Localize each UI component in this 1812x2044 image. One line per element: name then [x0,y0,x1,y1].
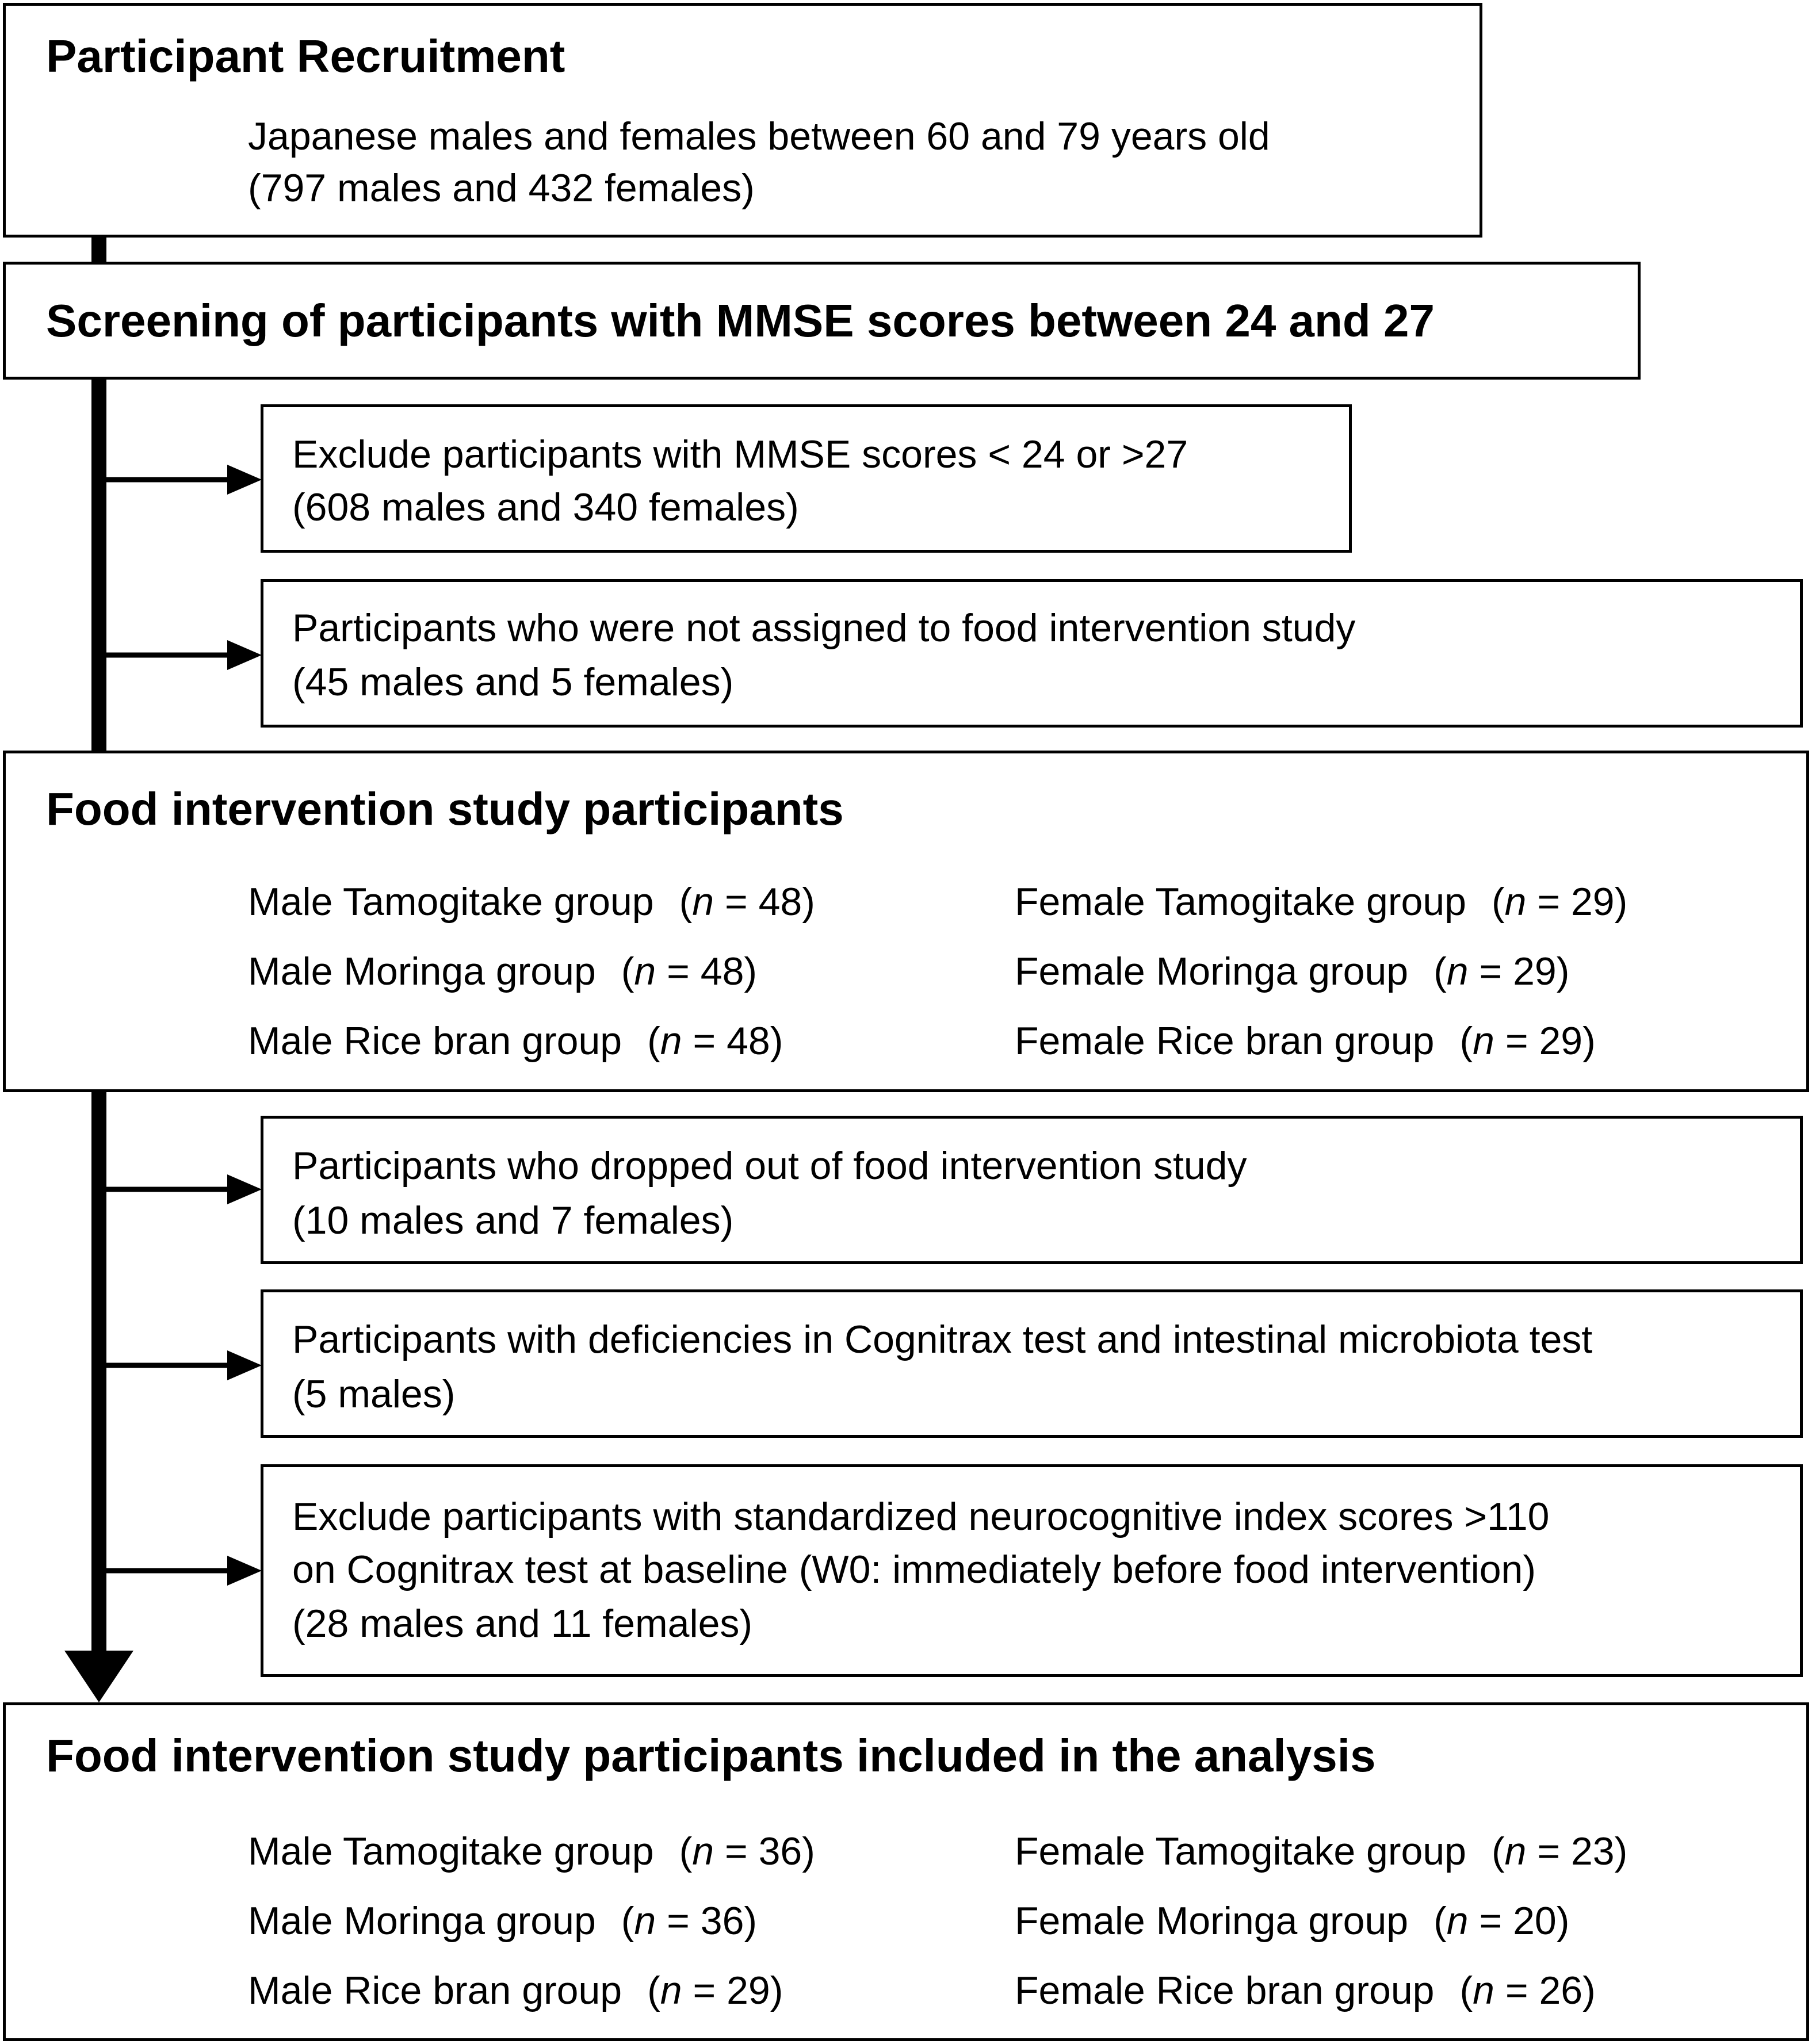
deficiencies-box: Participants with deficiencies in Cognit… [261,1289,1803,1438]
analysis-group-female-tamogitake: Female Tamogitake group(n = 23) [1015,1829,1628,1873]
group-label: Male Rice bran group [248,1969,622,2012]
group-label: Female Rice bran group [1015,1019,1435,1063]
side-arrow-exclude-mmse [99,465,262,495]
group-label: Male Moringa group [248,1899,596,1943]
analysis-group-male-tamogitake: Male Tamogitake group(n = 36) [248,1829,815,1873]
recruitment-title: Participant Recruitment [46,30,565,82]
exclude-nci-line-3: (28 males and 11 females) [292,1602,753,1645]
not-assigned-line-2: (45 males and 5 females) [292,660,734,704]
not-assigned-line-1: Participants who were not assigned to fo… [292,606,1356,650]
side-arrow-exclude-nci [99,1556,262,1586]
analysis-title: Food intervention study participants inc… [46,1730,1376,1781]
deficiencies-line-2: (5 males) [292,1372,456,1416]
exclude-mmse-line-2: (608 males and 340 females) [292,485,799,529]
group-label: Male Rice bran group [248,1019,622,1063]
exclude-nci-line-1: Exclude participants with standardized n… [292,1495,1550,1538]
exclude-nci-box: Exclude participants with standardized n… [261,1464,1803,1677]
group-label: Male Moringa group [248,950,596,993]
analysis-group-female-rice-bran: Female Rice bran group(n = 26) [1015,1969,1596,2012]
intervention-group-male-rice-bran: Male Rice bran group(n = 48) [248,1019,783,1063]
not-assigned-box: Participants who were not assigned to fo… [261,579,1803,728]
deficiencies-line-1: Participants with deficiencies in Cognit… [292,1318,1593,1361]
group-label: Male Tamogitake group [248,1829,654,1873]
side-arrow-not-assigned [99,640,262,670]
group-label: Female Rice bran group [1015,1969,1435,2012]
screening-box: Screening of participants with MMSE scor… [3,262,1641,380]
spine-arrowhead [64,1651,133,1702]
side-arrow-dropped-out [99,1174,262,1204]
exclude-mmse-line-1: Exclude participants with MMSE scores < … [292,432,1188,476]
analysis-box: Food intervention study participants inc… [3,1702,1809,2041]
group-label: Female Moringa group [1015,1899,1409,1943]
group-label: Male Tamogitake group [248,880,654,924]
recruitment-line-1: Japanese males and females between 60 an… [248,114,1270,158]
group-label: Female Tamogitake group [1015,1829,1466,1873]
side-arrow-deficiencies [99,1350,262,1380]
group-label: Female Tamogitake group [1015,880,1466,924]
intervention-group-female-moringa: Female Moringa group(n = 29) [1015,950,1570,993]
recruitment-box: Participant Recruitment Japanese males a… [3,3,1482,238]
analysis-group-male-moringa: Male Moringa group(n = 36) [248,1899,758,1943]
recruitment-line-2: (797 males and 432 females) [248,166,755,210]
exclude-mmse-box: Exclude participants with MMSE scores < … [261,404,1352,553]
intervention-title: Food intervention study participants [46,783,844,835]
intervention-group-male-moringa: Male Moringa group(n = 48) [248,950,758,993]
analysis-group-female-moringa: Female Moringa group(n = 20) [1015,1899,1570,1943]
dropped-out-box: Participants who dropped out of food int… [261,1116,1803,1264]
dropped-out-line-1: Participants who dropped out of food int… [292,1144,1247,1188]
dropped-out-line-2: (10 males and 7 females) [292,1199,734,1242]
intervention-box: Food intervention study participants Mal… [3,751,1809,1092]
screening-title: Screening of participants with MMSE scor… [46,295,1435,346]
intervention-group-male-tamogitake: Male Tamogitake group(n = 48) [248,880,815,924]
analysis-group-male-rice-bran: Male Rice bran group(n = 29) [248,1969,783,2012]
exclude-nci-line-2: on Cognitrax test at baseline (W0: immed… [292,1548,1536,1591]
group-label: Female Moringa group [1015,950,1409,993]
intervention-group-female-rice-bran: Female Rice bran group(n = 29) [1015,1019,1596,1063]
intervention-group-female-tamogitake: Female Tamogitake group(n = 29) [1015,880,1628,924]
